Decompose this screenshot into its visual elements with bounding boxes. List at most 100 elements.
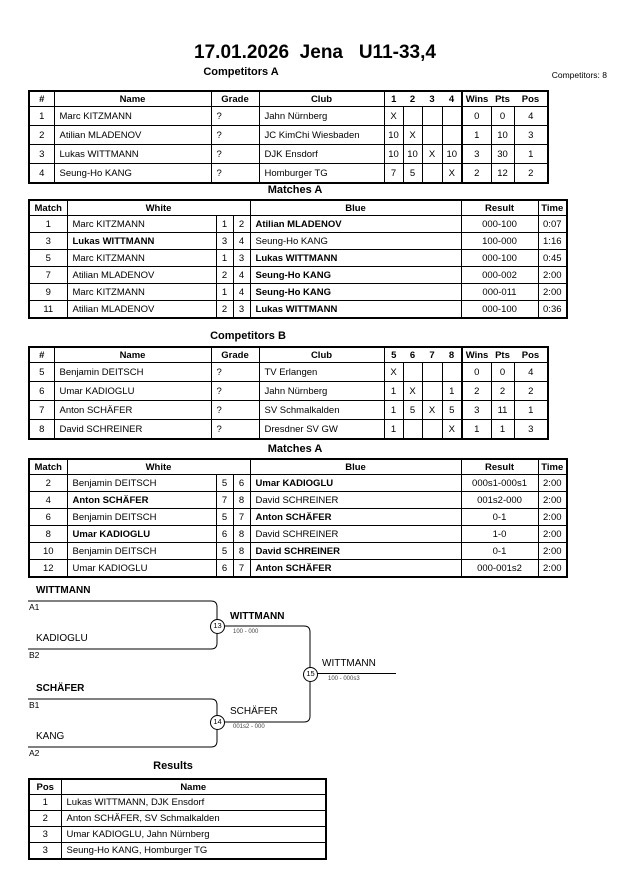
cell-time: 2:00 (537, 508, 568, 526)
cell-game-1: 7 (383, 163, 404, 184)
bracket-entry-seed: B1 (29, 700, 40, 710)
cell-game-2: 10 (402, 144, 423, 164)
cell-white-name: Marc KITZMANN (66, 283, 217, 301)
cell-match-number: 2 (28, 474, 68, 492)
col-header-name: Name (60, 778, 327, 795)
cell-wins: 2 (461, 381, 492, 401)
cell-club: JC KimChi Wiesbaden (258, 125, 385, 145)
cell-grade: ? (210, 125, 260, 145)
cell-blue-number: 2 (232, 215, 251, 233)
col-header-white: White (66, 458, 251, 475)
cell-result: 0-1 (460, 542, 539, 560)
cell-game-3 (421, 381, 443, 401)
cell-game-4: X (441, 163, 463, 184)
cell-pos: 3 (513, 419, 549, 440)
cell-white-number: 5 (215, 542, 234, 560)
cell-match-number: 8 (28, 525, 68, 543)
cell-wins: 0 (461, 106, 492, 126)
col-header-pos: Pos (28, 778, 62, 795)
cell-game-2 (402, 419, 423, 440)
cell-white-name: Benjamin DEITSCH (66, 508, 217, 526)
cell-number: 8 (28, 419, 55, 440)
cell-wins: 1 (461, 125, 492, 145)
cell-pts: 2 (490, 381, 515, 401)
bracket-entry-name: KANG (36, 731, 65, 742)
cell-name: David SCHREINER (53, 419, 212, 440)
matches-a-heading: Matches A (267, 184, 323, 196)
cell-number: 6 (28, 381, 55, 401)
cell-result: 000-002 (460, 266, 539, 284)
cell-time: 2:00 (537, 474, 568, 492)
cell-club: DJK Ensdorf (258, 144, 385, 164)
cell-white-name: Atilian MLADENOV (66, 300, 217, 319)
cell-time: 2:00 (537, 542, 568, 560)
cell-pos: 3 (28, 826, 62, 843)
cell-blue-number: 8 (232, 491, 251, 509)
cell-result: 1-0 (460, 525, 539, 543)
cell-blue-number: 8 (232, 525, 251, 543)
col-header-club: Club (258, 346, 385, 363)
cell-white-name: Benjamin DEITSCH (66, 542, 217, 560)
cell-blue-number: 7 (232, 508, 251, 526)
col-header-match: Match (28, 458, 68, 475)
cell-pos: 2 (513, 163, 549, 184)
col-header-result: Result (460, 199, 539, 216)
cell-game-1: X (383, 362, 404, 382)
bracket-winner-name: WITTMANN (230, 611, 285, 622)
col-header-pts: Pts (491, 90, 514, 107)
col-header-number: # (28, 90, 55, 107)
col-header-white: White (66, 199, 251, 216)
cell-name: Benjamin DEITSCH (53, 362, 212, 382)
cell-grade: ? (210, 362, 260, 382)
col-header-6: 6 (403, 346, 422, 363)
cell-time: 2:00 (537, 283, 568, 301)
bracket-winner-name: WITTMANN (322, 658, 376, 669)
cell-pos: 1 (28, 794, 62, 811)
col-header-4: 4 (442, 90, 462, 107)
col-header-1: 1 (384, 90, 403, 107)
cell-match-number: 7 (28, 266, 68, 284)
bracket-entry-name: SCHÄFER (36, 683, 85, 694)
competitors-a-heading: Competitors A (203, 66, 279, 78)
bracket-match-score: 001s2 - 000 (233, 724, 265, 730)
cell-game-4 (441, 106, 463, 126)
col-header-result: Result (460, 458, 539, 475)
cell-pos: 4 (513, 106, 549, 126)
cell-match-number: 1 (28, 215, 68, 233)
cell-game-2: X (402, 125, 423, 145)
cell-blue-number: 7 (232, 559, 251, 578)
cell-pts: 0 (490, 362, 515, 382)
cell-game-1: X (383, 106, 404, 126)
cell-white-number: 1 (215, 215, 234, 233)
cell-blue-name: Lukas WITTMANN (249, 249, 462, 267)
bracket-match-score: 100 - 000s3 (328, 676, 360, 682)
col-header-number: # (28, 346, 55, 363)
cell-blue-number: 3 (232, 300, 251, 319)
cell-game-3 (421, 125, 443, 145)
cell-blue-name: Umar KADIOGLU (249, 474, 462, 492)
cell-game-3: X (421, 400, 443, 420)
cell-wins: 1 (461, 419, 492, 440)
cell-game-4 (441, 125, 463, 145)
col-header-pos: Pos (514, 90, 548, 107)
cell-game-4 (441, 362, 463, 382)
cell-club: SV Schmalkalden (258, 400, 385, 420)
header-row: # Name Grade Club 1 2 3 4 Wins Pts Pos (28, 90, 548, 107)
cell-number: 2 (28, 125, 55, 145)
cell-name: Atilian MLADENOV (53, 125, 212, 145)
cell-blue-name: Anton SCHÄFER (249, 559, 462, 578)
col-header-pos: Pos (514, 346, 548, 363)
cell-pos: 1 (513, 144, 549, 164)
cell-pts: 1 (490, 419, 515, 440)
